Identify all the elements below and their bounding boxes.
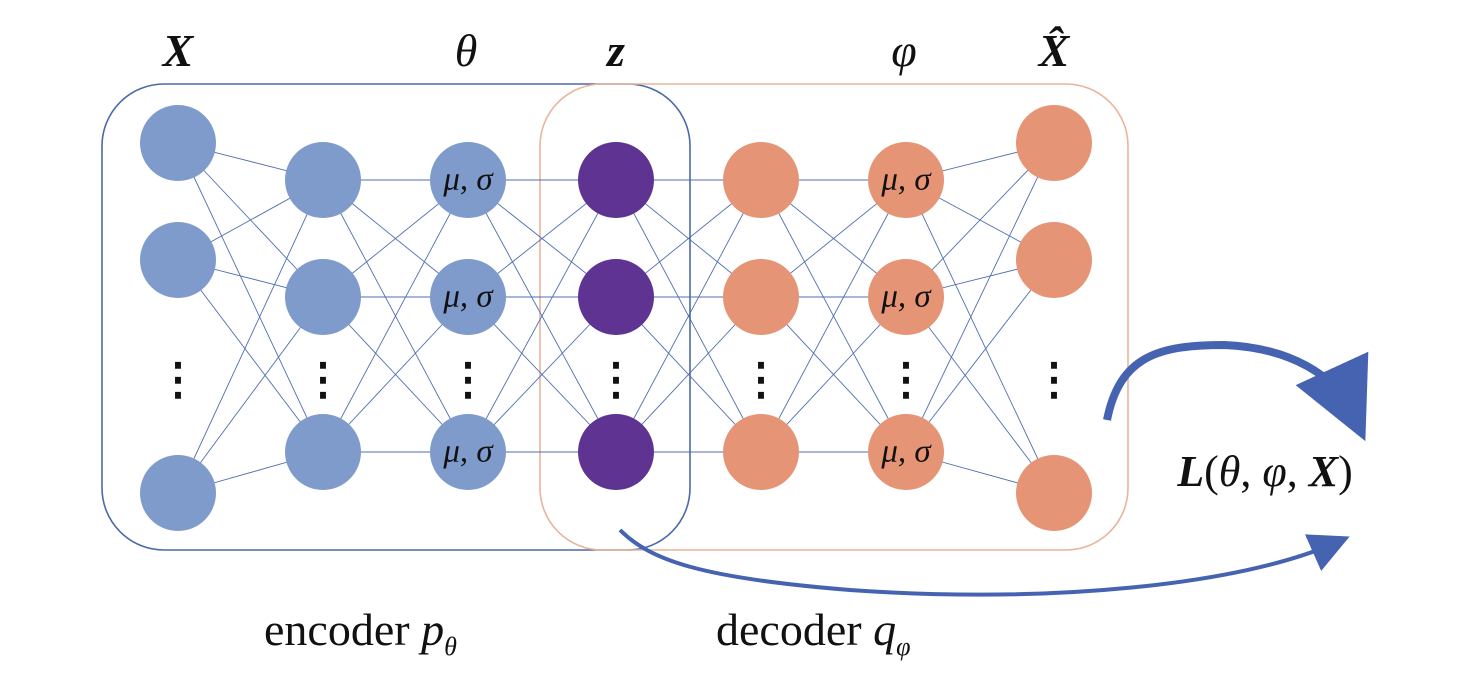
node-input-0 [140,105,216,181]
edge-decoder-musigma-2-to-output-1 [905,259,1055,453]
edge-encoder-musigma-2-to-latent-0 [467,179,617,453]
header-latent-z: z [605,25,625,76]
node-encoder-musigma-2 [430,414,506,490]
node-encoder-musigma-1 [430,259,506,335]
node-encoder-hidden-0 [285,142,361,218]
edge-input-0-to-encoder-hidden-2 [177,142,324,453]
encoder-caption-sub: θ [444,632,457,661]
node-decoder-musigma-0 [868,142,944,218]
loss-comma-2: , [1287,447,1309,496]
loss-symbol: L [1176,447,1204,496]
ellipsis-encoder-hidden: ⋮ [301,355,345,404]
curved-arrow-latent-to-loss [618,528,1350,597]
node-input-2 [140,455,216,531]
loss-phi: φ [1262,447,1286,496]
decoder-region-box [539,83,1129,551]
node-label-mu-sigma: μ, σ [442,162,494,198]
node-latent-0 [578,142,654,218]
node-decoder-musigma-1 [868,259,944,335]
node-output-0 [1016,105,1092,181]
decoder-caption: decoder qφ [716,604,910,661]
decoder-caption-word: decoder [716,604,873,655]
edge-input-1-to-encoder-hidden-2 [177,259,324,453]
node-decoder-hidden-2 [723,414,799,490]
ellipsis-decoder-hidden: ⋮ [739,355,783,404]
node-label-mu-sigma: μ, σ [880,434,932,470]
loss-open-paren: ( [1204,447,1219,496]
header-decoder-phi: φ [891,25,916,76]
encoder-caption: encoder pθ [264,604,457,661]
node-output-1 [1016,222,1092,298]
node-latent-2 [578,414,654,490]
decoder-caption-var: q [873,604,896,655]
edge-decoder-musigma-2-to-output-0 [905,142,1055,453]
loss-comma-1: , [1240,447,1262,496]
edge-input-2-to-encoder-hidden-0 [177,179,324,494]
node-encoder-musigma-0 [430,142,506,218]
encoder-caption-word: encoder [264,604,421,655]
node-label-mu-sigma: μ, σ [880,162,932,198]
loss-close-paren: ) [1338,447,1353,496]
encoder-caption-var: p [418,604,444,655]
header-output-xhat: X̂ [1037,25,1071,76]
decoder-caption-sub: φ [896,632,910,661]
edge-decoder-musigma-1-to-output-2 [905,296,1055,494]
node-label-mu-sigma: μ, σ [880,279,932,315]
node-encoder-hidden-1 [285,259,361,335]
edge-decoder-musigma-0-to-output-2 [905,179,1055,494]
node-output-2 [1016,455,1092,531]
node-decoder-musigma-2 [868,414,944,490]
node-encoder-hidden-2 [285,414,361,490]
ellipsis-input: ⋮ [156,355,200,404]
node-label-mu-sigma: μ, σ [442,279,494,315]
node-latent-1 [578,259,654,335]
ellipsis-group: ⋮ ⋮ ⋮ ⋮ ⋮ ⋮ ⋮ [156,355,1076,404]
network-nodes: μ, σ μ, σ μ, σ μ, σ μ, σ μ, σ [140,105,1092,531]
encoder-region-box [101,83,691,551]
ellipsis-decoder-musigma: ⋮ [884,355,928,404]
node-decoder-hidden-1 [723,259,799,335]
ellipsis-output: ⋮ [1032,355,1076,404]
loss-x: X [1307,447,1340,496]
loss-function-label: L(θ, φ, X) [1176,447,1353,496]
header-encoder-theta: θ [455,25,478,76]
header-input-x: X [161,25,195,76]
edge-latent-2-to-decoder-hidden-0 [615,179,762,453]
curved-arrow-output-to-loss [1103,340,1369,442]
edge-decoder-hidden-2-to-decoder-musigma-0 [760,179,907,453]
ellipsis-latent: ⋮ [594,355,638,404]
ellipsis-encoder-musigma: ⋮ [446,355,490,404]
node-label-mu-sigma: μ, σ [442,434,494,470]
edge-input-2-to-encoder-hidden-1 [177,296,324,494]
node-input-1 [140,222,216,298]
edge-encoder-hidden-2-to-encoder-musigma-0 [322,179,469,453]
loss-theta: θ [1219,447,1241,496]
node-decoder-hidden-0 [723,142,799,218]
